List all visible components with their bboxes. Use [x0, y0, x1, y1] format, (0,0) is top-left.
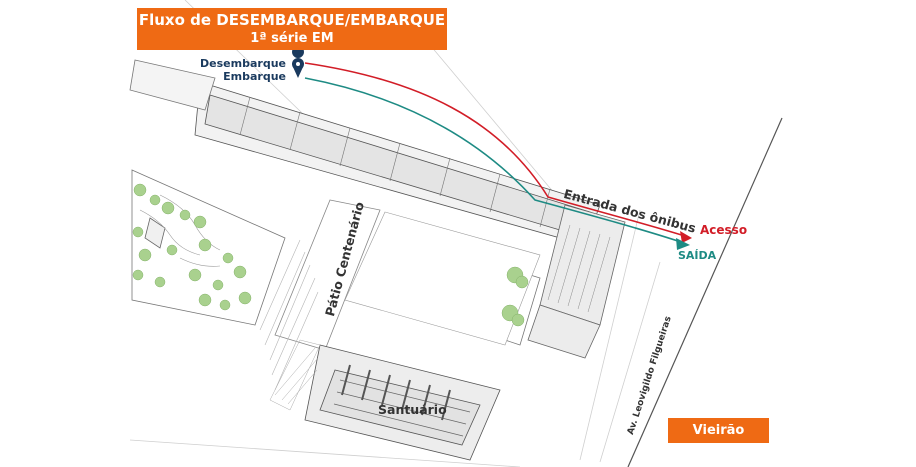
garden-block: [131, 169, 286, 326]
avenue-line: [627, 117, 783, 467]
north-building: [194, 81, 601, 246]
map-pin-icon: [292, 46, 305, 78]
santuario-building: [304, 344, 501, 461]
label-santuario: Santuário: [378, 402, 447, 417]
legend-desembarque: Desembarque: [200, 57, 286, 70]
route-embarque: [304, 77, 685, 244]
route-desembarque: [304, 62, 689, 238]
acesso-arrowhead: [680, 231, 692, 243]
annex-building: [129, 59, 216, 111]
hatched-walkway: [269, 339, 321, 411]
page-title: Fluxo de DESEMBARQUE/EMBARQUE: [138, 11, 446, 29]
saida-arrowhead: [676, 238, 690, 250]
middle-block: [344, 211, 541, 346]
label-vierao: Vieirão: [668, 418, 769, 443]
label-acesso: Acesso: [700, 223, 748, 237]
courtyard-trees: [501, 266, 529, 327]
label-saida: SAÍDA: [678, 249, 717, 262]
parking-area: [259, 239, 319, 391]
page-subtitle: 1ª série EM: [250, 31, 334, 46]
title-banner: Fluxo de DESEMBARQUE/EMBARQUE 1ª série E…: [137, 8, 447, 50]
legend-embarque: Embarque: [223, 70, 286, 83]
east-building: [527, 204, 626, 359]
